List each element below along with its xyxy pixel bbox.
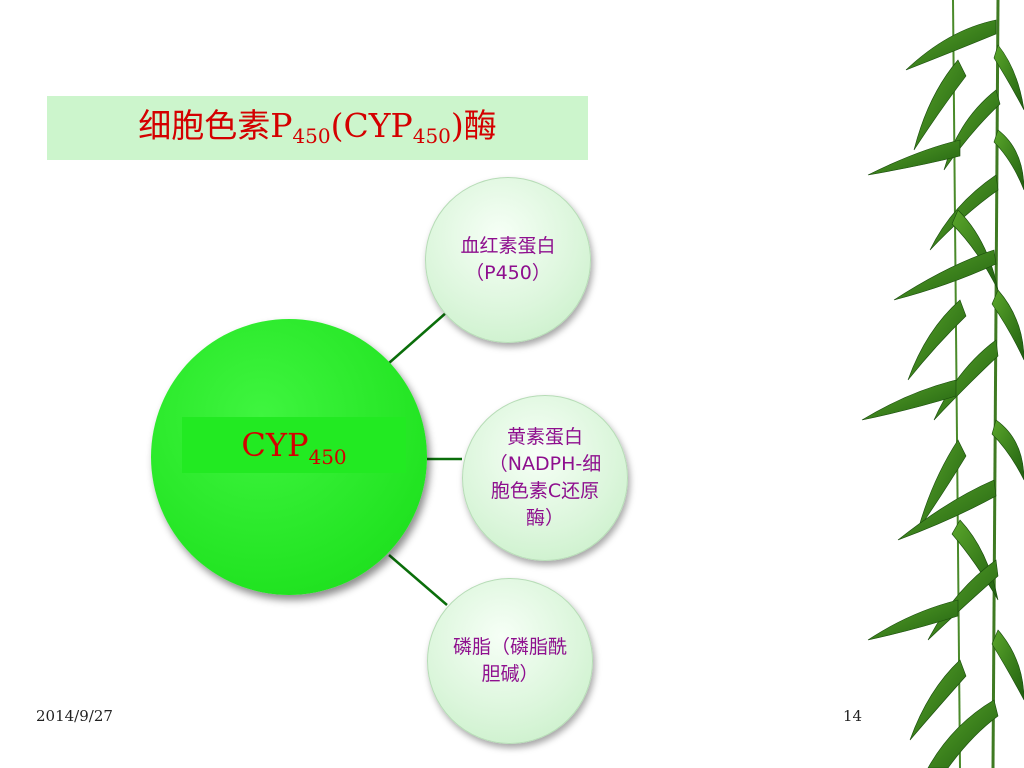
connector-bottom (388, 554, 448, 606)
center-node-label-box: CYP450 (182, 417, 406, 473)
title-banner: 细胞色素P450(CYP450)酶 (47, 96, 588, 160)
node-flavoprotein: 黄素蛋白（NADPH-细胞色素C还原酶） (462, 395, 628, 561)
center-node-label: CYP450 (241, 426, 347, 469)
bamboo-leaves-icon (861, 0, 1024, 768)
slide-title: 细胞色素P450(CYP450)酶 (138, 106, 497, 148)
node-flavoprotein-text: 黄素蛋白（NADPH-细胞色素C还原酶） (488, 426, 602, 529)
node-phospholipid-text: 磷脂（磷脂酰胆碱） (452, 636, 567, 685)
node-heme-protein: 血红素蛋白（P450） (425, 177, 591, 343)
node-heme-protein-text: 血红素蛋白（P450） (460, 235, 556, 284)
footer-page-number: 14 (843, 707, 863, 725)
footer-date: 2014/9/27 (36, 707, 113, 725)
connector-top (388, 311, 448, 364)
node-phospholipid: 磷脂（磷脂酰胆碱） (427, 578, 593, 744)
